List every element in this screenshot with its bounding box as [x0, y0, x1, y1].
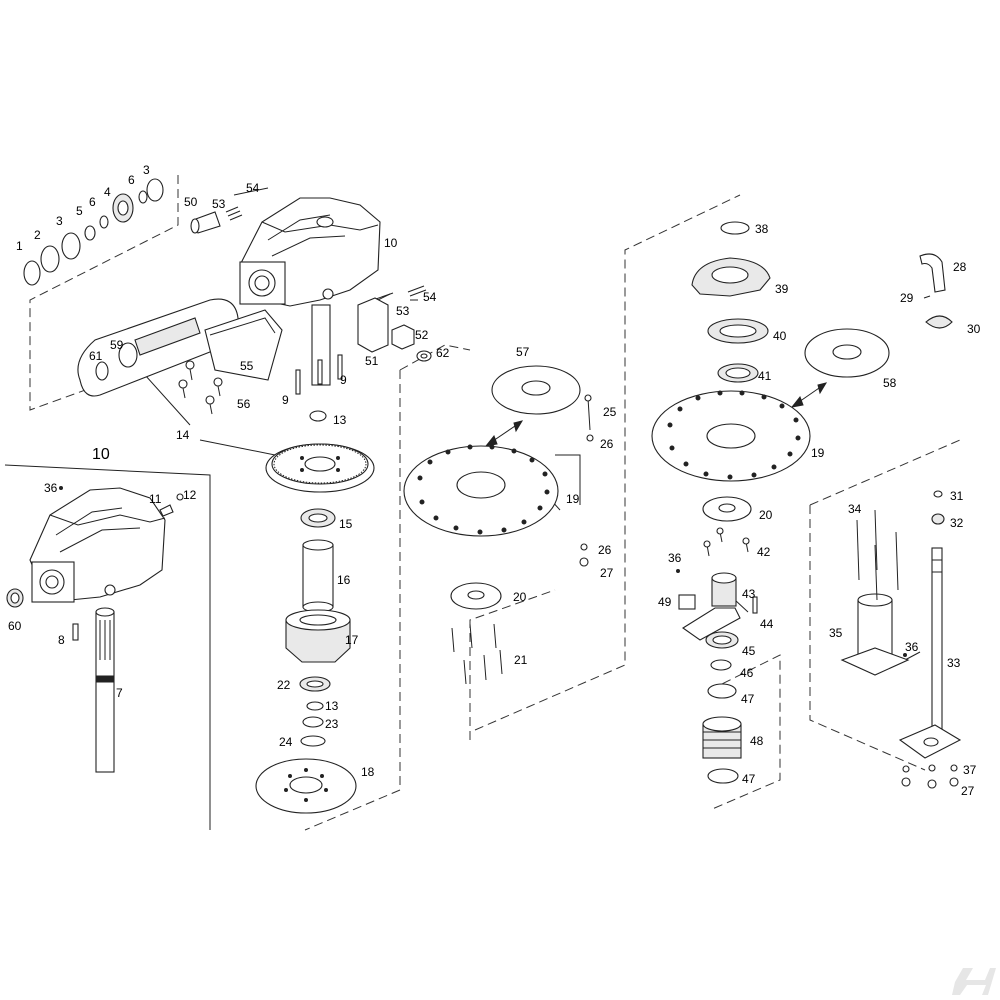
callout: 8	[58, 633, 65, 647]
callout: 20	[759, 508, 773, 522]
callout: 51	[365, 354, 379, 368]
callout: 48	[750, 734, 764, 748]
inset-title: 10	[92, 446, 110, 463]
callout: 20	[513, 590, 527, 604]
inset-housing-assembly	[6, 486, 184, 773]
callout: 43	[742, 587, 756, 601]
callout: 13	[325, 699, 339, 713]
callout: 6	[128, 173, 135, 187]
callout: 27	[961, 784, 975, 798]
callout: 34	[848, 502, 862, 516]
crown-gear	[265, 410, 375, 493]
callout: 33	[947, 656, 961, 670]
callout: 30	[967, 322, 981, 336]
callout: 38	[755, 222, 769, 236]
callout: 9	[340, 373, 347, 387]
callout: 24	[279, 735, 293, 749]
callout: 19	[811, 446, 825, 460]
callout: 55	[240, 359, 254, 373]
callout: 10	[384, 236, 398, 250]
callout: 12	[183, 488, 197, 502]
callout: 2	[34, 228, 41, 242]
callout: 37	[963, 763, 977, 777]
far-right-assembly	[840, 253, 962, 789]
gearbox-housing	[239, 197, 381, 395]
callout: 9	[282, 393, 289, 407]
callout: 53	[212, 197, 226, 211]
callout: 13	[333, 413, 347, 427]
callout: 58	[883, 376, 897, 390]
callout: 16	[337, 573, 351, 587]
callout: 53	[396, 304, 410, 318]
callout: 42	[757, 545, 771, 559]
callout: 26	[600, 437, 614, 451]
callout: 36	[668, 551, 682, 565]
callout: 41	[758, 369, 772, 383]
center-shaft-stack	[255, 508, 357, 814]
pins-and-bushes	[190, 206, 432, 362]
callout: 22	[277, 678, 291, 692]
callout: 47	[742, 772, 756, 786]
shaft-cover-assembly	[77, 298, 283, 415]
callout: 25	[603, 405, 617, 419]
callout: 4	[104, 185, 111, 199]
callout: 40	[773, 329, 787, 343]
callout: 54	[423, 290, 437, 304]
callout: 28	[953, 260, 967, 274]
callout: 56	[237, 397, 251, 411]
callout: 49	[658, 595, 672, 609]
group-frames	[4, 175, 961, 831]
callout: 3	[143, 163, 150, 177]
callout: 45	[742, 644, 756, 658]
callout: 18	[361, 765, 375, 779]
callout: 35	[829, 626, 843, 640]
callout: 21	[514, 653, 528, 667]
callout: 47	[741, 692, 755, 706]
callout: 27	[600, 566, 614, 580]
callout: 6	[89, 195, 96, 209]
callout: 11	[149, 492, 162, 506]
callout: 36	[905, 640, 919, 654]
callout: 7	[116, 686, 123, 700]
callout: 50	[184, 195, 198, 209]
callout: 1	[16, 239, 23, 253]
callout: 31	[950, 489, 964, 503]
callout: 5	[76, 204, 83, 218]
callout: 3	[56, 214, 63, 228]
callout: 61	[89, 349, 103, 363]
callout: 46	[740, 666, 754, 680]
callout: 52	[415, 328, 429, 342]
callout: 32	[950, 516, 964, 530]
brand-logo	[952, 968, 996, 995]
callout: 14	[176, 428, 190, 442]
input-shaft-rings	[23, 178, 164, 286]
callout: 15	[339, 517, 353, 531]
callout: 29	[900, 291, 914, 305]
callout: 36	[44, 481, 58, 495]
callout: 44	[760, 617, 774, 631]
middle-disc-group	[403, 365, 594, 685]
callout: 39	[775, 282, 789, 296]
callout-labels: 1 2 3 5 6 4 6 3 50 53 54 10 53 54 52 62 …	[8, 163, 981, 798]
callout: 62	[436, 346, 450, 360]
callout: 26	[598, 543, 612, 557]
callout: 17	[345, 633, 359, 647]
callout: 57	[516, 345, 530, 359]
right-disc-group	[651, 221, 890, 784]
callout: 60	[8, 619, 22, 633]
callout: 19	[566, 492, 580, 506]
callout: 59	[110, 338, 124, 352]
callout: 23	[325, 717, 339, 731]
callout: 54	[246, 181, 260, 195]
double-arrows	[484, 382, 828, 447]
